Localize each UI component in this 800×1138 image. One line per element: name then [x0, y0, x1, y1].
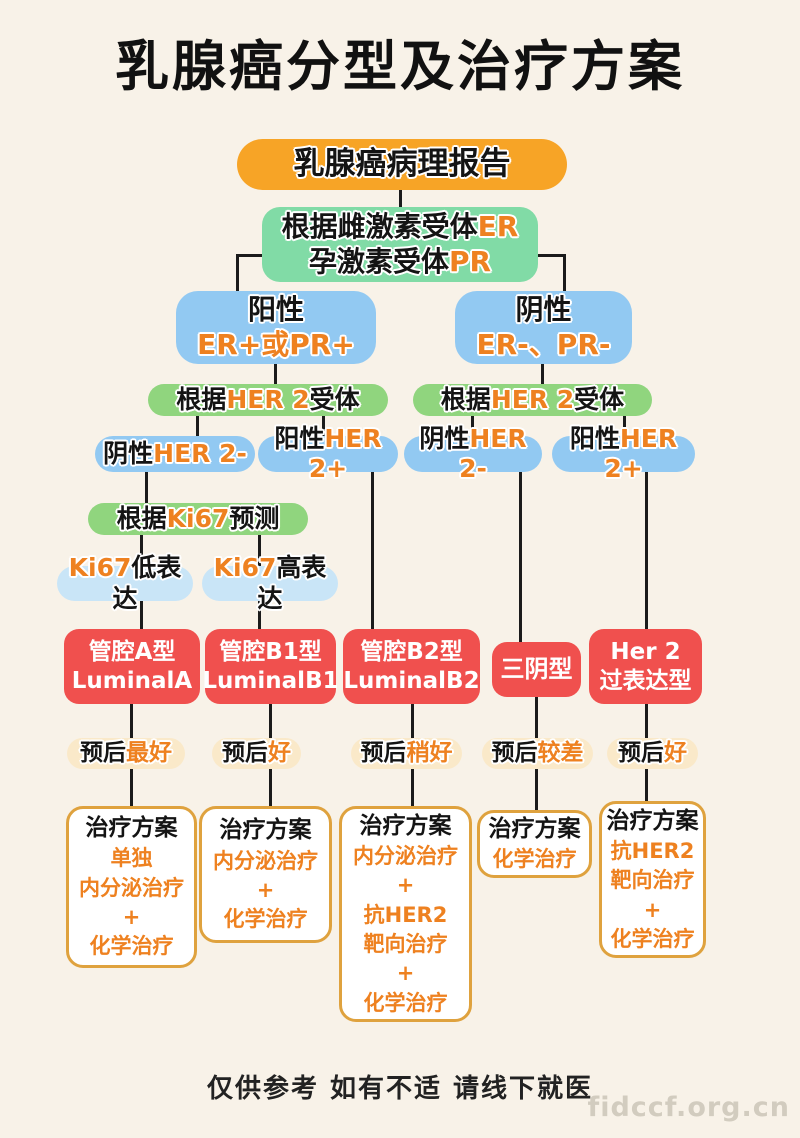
connector-line [411, 768, 414, 807]
her2-negative-right-node: 阴性HER 2- [404, 424, 542, 483]
er-pr-criteria-line1: 根据雌激素受体ER [281, 210, 519, 244]
er-positive-subtitle: ER+或PR+ [197, 327, 355, 361]
connector-line [258, 534, 261, 567]
er-pr-criteria-node: 根据雌激素受体ER 孕激素受体PR [262, 207, 538, 282]
connector-line [645, 471, 648, 630]
treatment-luminal-a-box: 治疗方案 单独 内分泌治疗 + 化学治疗 [66, 806, 197, 968]
er-negative-node: 阴性 ER-、PR- [455, 291, 632, 364]
er-negative-subtitle: ER-、PR- [476, 327, 611, 361]
connector-line [258, 600, 261, 630]
connector-line [196, 415, 199, 437]
connector-line [145, 471, 148, 504]
footer-disclaimer: 仅供参考 如有不适 请线下就医 [206, 1074, 594, 1104]
treatment-luminal-b2-box: 治疗方案 内分泌治疗 + 抗HER2 靶向治疗 + 化学治疗 [339, 806, 472, 1022]
connector-line [140, 600, 143, 630]
er-negative-title: 阴性 [515, 293, 572, 327]
subtype-luminal-a-node: 管腔A型 LuminalA [64, 629, 200, 704]
her2-criteria-left-node: 根据HER 2受体 [148, 384, 388, 416]
subtype-luminal-b2-node: 管腔B2型 LuminalB2 [343, 629, 480, 704]
ki67-criteria-node: 根据Ki67预测 [88, 503, 308, 535]
treatment-luminal-b1-box: 治疗方案 内分泌治疗 + 化学治疗 [199, 806, 332, 943]
connector-line [519, 471, 522, 643]
connector-line [536, 254, 566, 257]
connector-line [130, 703, 133, 739]
connector-line [645, 703, 648, 739]
prognosis-poor-pill: 预后较差 [482, 738, 593, 769]
her2-positive-left-node: 阳性HER 2+ [258, 424, 398, 483]
prognosis-good-pill-2: 预后好 [607, 738, 698, 769]
connector-line [274, 363, 277, 385]
her2-criteria-right-node: 根据HER 2受体 [413, 384, 652, 416]
prognosis-slightly-good-pill: 预后稍好 [351, 738, 462, 769]
page-title: 乳腺癌分型及治疗方案 [115, 35, 685, 98]
connector-line [371, 471, 374, 630]
er-positive-title: 阳性 [247, 293, 304, 327]
connector-line [563, 254, 566, 292]
subtype-her2-node: Her 2 过表达型 [589, 629, 702, 704]
connector-line [645, 768, 648, 802]
her2-negative-left-node: 阴性HER 2- [95, 436, 255, 472]
er-pr-criteria-line2: 孕激素受体PR [308, 244, 492, 278]
pathology-report-node: 乳腺癌病理报告 [237, 139, 567, 190]
treatment-her2-box: 治疗方案 抗HER2 靶向治疗 + 化学治疗 [599, 801, 706, 958]
prognosis-good-pill-1: 预后好 [212, 738, 301, 769]
connector-line [130, 768, 133, 807]
ki67-low-node: Ki67低表达 [57, 553, 193, 613]
connector-line [411, 703, 414, 739]
watermark: fidccf.org.cn [587, 1092, 790, 1123]
connector-line [399, 189, 402, 208]
connector-line [236, 254, 239, 292]
subtype-luminal-b1-node: 管腔B1型 LuminalB1 [202, 629, 339, 704]
treatment-triple-negative-box: 治疗方案 化学治疗 [477, 810, 592, 878]
connector-line [535, 696, 538, 739]
connector-line [322, 415, 325, 437]
pathology-report-label: 乳腺癌病理报告 [293, 145, 511, 182]
connector-line [140, 534, 143, 567]
her2-positive-right-node: 阳性HER 2+ [552, 424, 695, 483]
connector-line [623, 415, 626, 437]
er-positive-node: 阳性 ER+或PR+ [176, 291, 376, 364]
prognosis-best-pill: 预后最好 [67, 738, 185, 769]
connector-line [269, 768, 272, 807]
ki67-high-node: Ki67高表达 [202, 553, 338, 613]
connector-line [236, 254, 264, 257]
subtype-triple-negative-node: 三阴型 [492, 642, 581, 697]
connector-line [471, 415, 474, 437]
connector-line [535, 768, 538, 810]
connector-line [269, 703, 272, 739]
connector-line [541, 363, 544, 385]
